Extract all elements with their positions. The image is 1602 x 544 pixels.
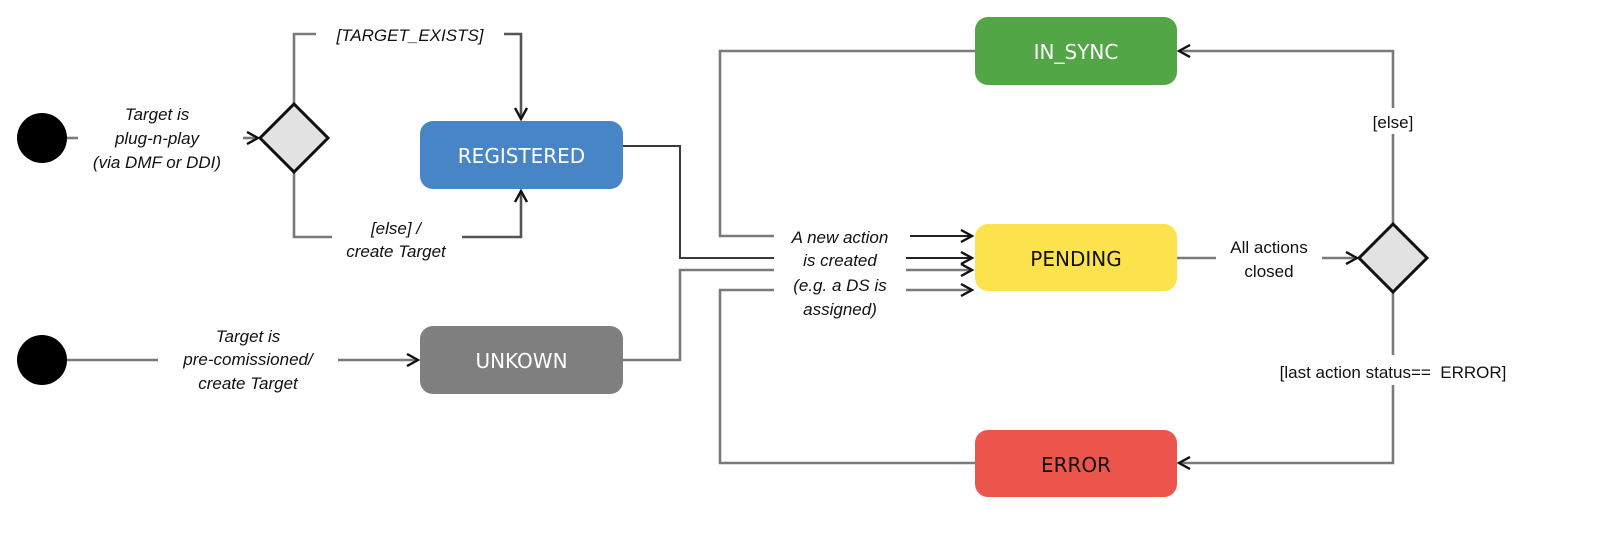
label-line: (e.g. a DS is xyxy=(793,276,887,295)
state-error[interactable]: ERROR xyxy=(975,430,1177,497)
edge-else-create xyxy=(292,172,332,239)
edge-unknown-to-pending xyxy=(623,268,774,362)
edge-target-exists xyxy=(292,32,316,104)
label-line: assigned) xyxy=(803,300,877,319)
label-line: [else] / xyxy=(370,219,423,238)
edge-error-guard-arrow xyxy=(1179,385,1395,463)
state-registered-label: REGISTERED xyxy=(458,144,585,168)
state-pending-label: PENDING xyxy=(1030,247,1121,271)
edge-else-to-in-sync-arrow xyxy=(1179,51,1395,108)
label-line: plug-n-play xyxy=(114,129,201,148)
label-else-create-target: [else] / create Target xyxy=(346,219,447,261)
label-else-guard: [else] xyxy=(1373,113,1414,132)
edge-else-create-arrow xyxy=(462,191,521,239)
state-unknown[interactable]: UNKOWN xyxy=(420,326,623,394)
state-pending[interactable]: PENDING xyxy=(975,224,1177,291)
label-plug-n-play: Target is plug-n-play (via DMF or DDI) xyxy=(93,105,221,172)
decision-node-actions-closed xyxy=(1356,221,1430,295)
label-line: All actions xyxy=(1230,238,1307,257)
decision-node-target-exists xyxy=(257,101,331,175)
label-pre-commissioned: Target is pre-comissioned/ create Target xyxy=(182,327,315,393)
label-line: closed xyxy=(1244,262,1293,281)
state-in-sync-label: IN_SYNC xyxy=(1034,40,1119,64)
edge-registered-to-pending xyxy=(623,145,774,259)
label-line: create Target xyxy=(346,242,447,261)
state-registered[interactable]: REGISTERED xyxy=(420,121,623,189)
label-line: pre-comissioned/ xyxy=(182,350,315,369)
edge-error-to-pending xyxy=(718,288,975,465)
label-new-action-created: A new action is created (e.g. a DS is as… xyxy=(791,228,889,319)
label-line: A new action xyxy=(791,228,889,247)
state-error-label: ERROR xyxy=(1041,453,1111,477)
initial-node-pre-commissioned xyxy=(17,335,67,385)
label-line: is created xyxy=(803,251,877,270)
label-line: (via DMF or DDI) xyxy=(93,153,221,172)
label-error-guard: [last action status== ERROR] xyxy=(1280,363,1507,382)
label-line: Target is xyxy=(216,327,281,346)
edge-in-sync-to-pending xyxy=(718,49,975,238)
label-target-exists: [TARGET_EXISTS] xyxy=(335,26,484,45)
label-all-actions-closed: All actions closed xyxy=(1230,238,1307,281)
state-unknown-label: UNKOWN xyxy=(475,349,567,373)
state-in-sync[interactable]: IN_SYNC xyxy=(975,17,1177,85)
initial-node-plug-n-play xyxy=(17,113,67,163)
label-line: Target is xyxy=(125,105,190,124)
label-line: create Target xyxy=(198,374,299,393)
edge-target-exists-arrow xyxy=(504,32,521,119)
